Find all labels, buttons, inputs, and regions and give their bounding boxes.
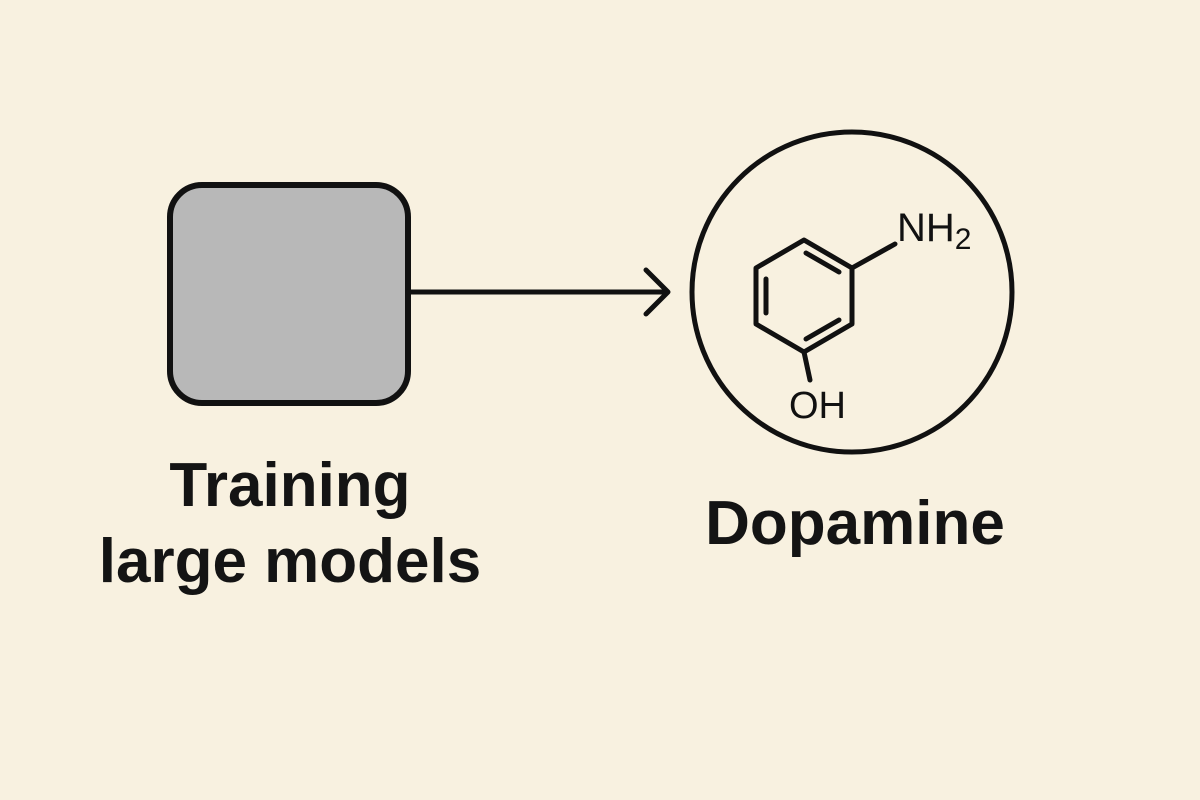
benzene-ring xyxy=(753,237,855,355)
hydroxyl-bond xyxy=(801,349,813,383)
arrow-connector xyxy=(405,267,671,317)
ring-double-bond xyxy=(803,250,842,275)
source-label-line: large models xyxy=(98,527,482,596)
hydroxyl-label: OH xyxy=(789,385,846,427)
ring-double-bond xyxy=(803,317,842,342)
target-label-text: Dopamine xyxy=(705,489,1005,558)
source-box xyxy=(167,182,411,406)
amine-label: NH2 xyxy=(897,206,971,256)
source-label-line: Training xyxy=(169,451,411,520)
target-label: Dopamine xyxy=(650,486,1060,562)
amine-bond xyxy=(849,241,898,271)
source-label: Training large models xyxy=(70,448,510,600)
molecule-structure xyxy=(753,237,898,383)
target-circle xyxy=(689,129,1015,455)
arrow-head-icon xyxy=(643,267,671,317)
